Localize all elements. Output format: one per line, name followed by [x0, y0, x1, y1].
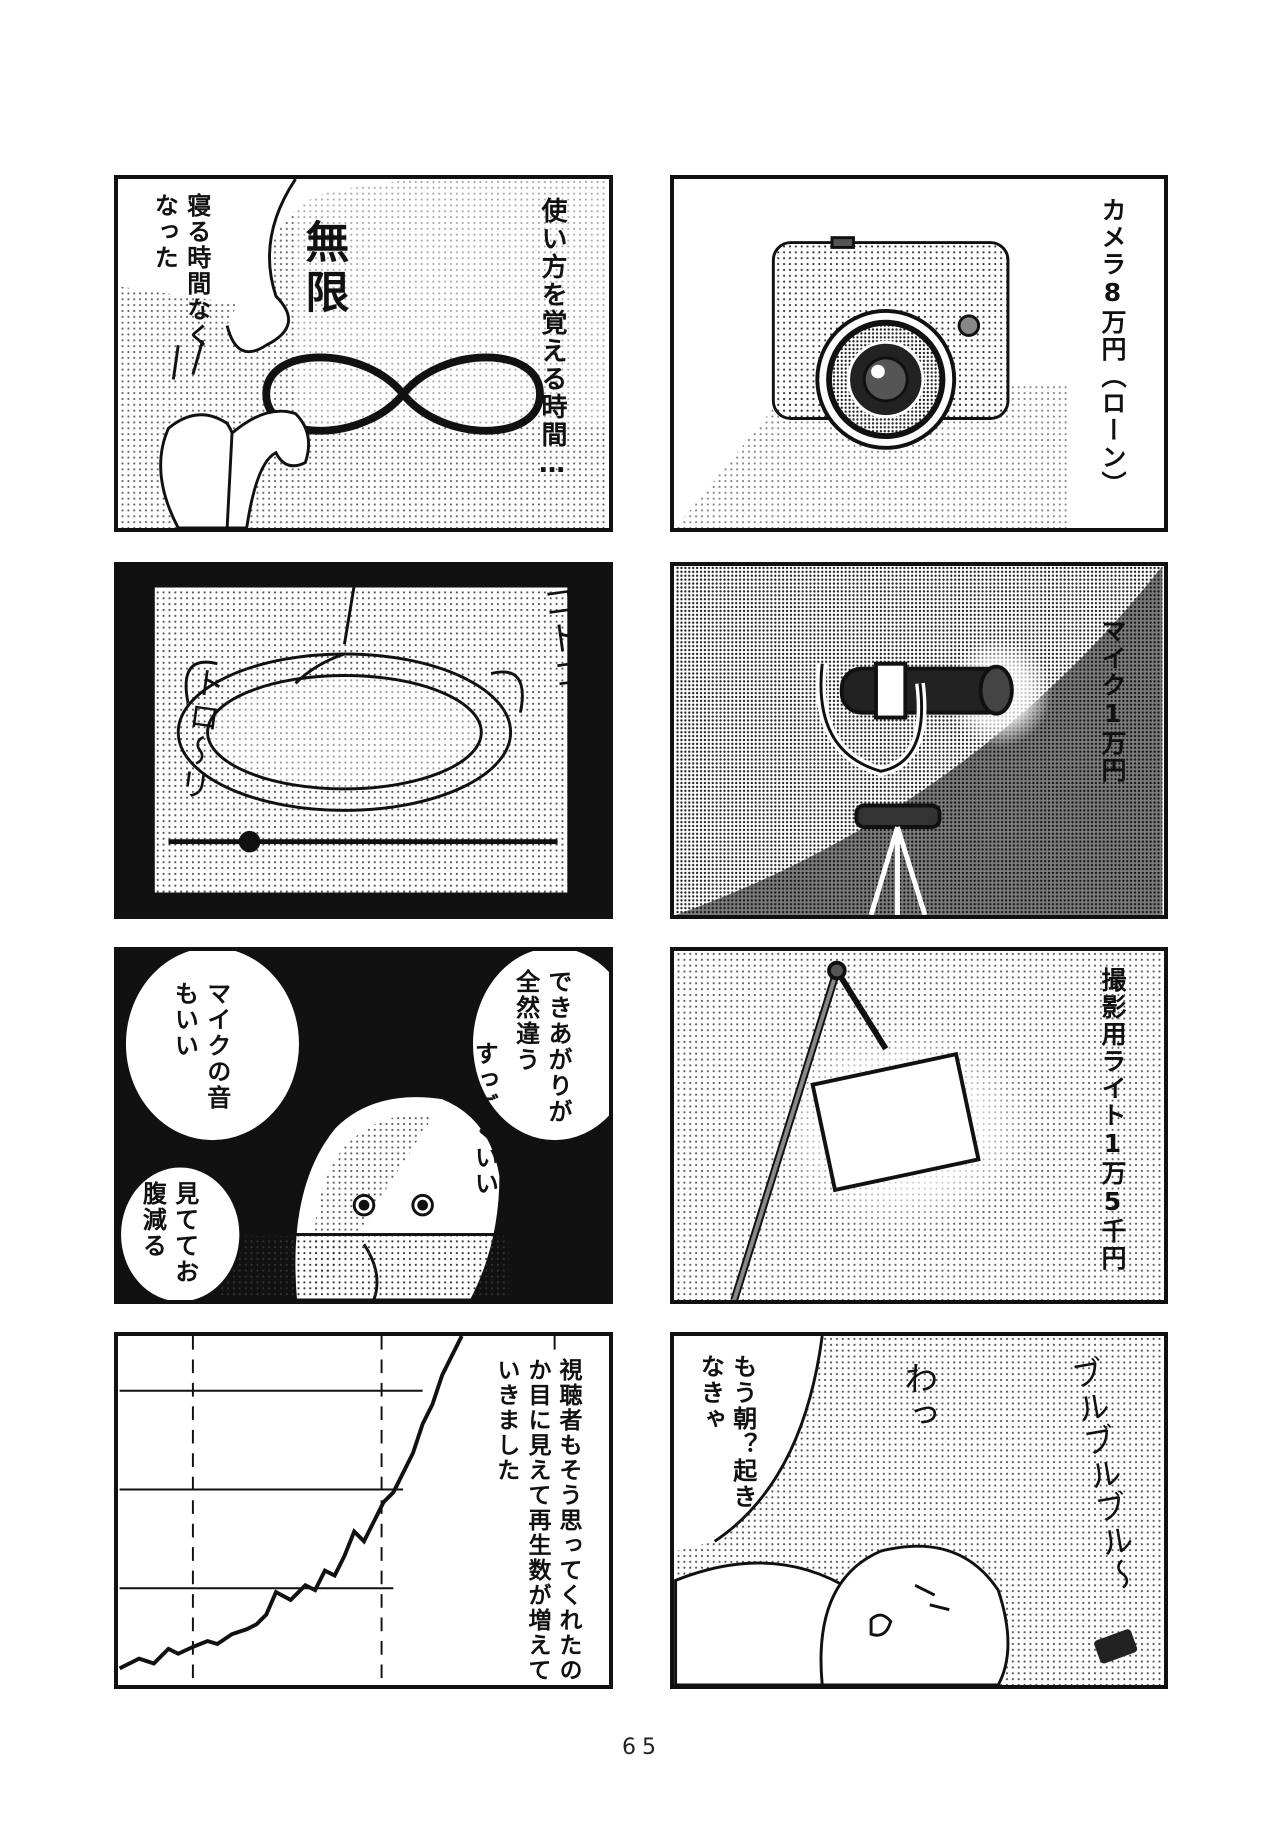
caption-camera-price: カメラ8万円（ローン） [1098, 197, 1127, 498]
speech-no-sleep: 寝る時間なくなった [150, 193, 211, 349]
panel-7: 視聴者もそう思ってくれたのか目に見えて再生数が増えていきました [114, 1332, 613, 1689]
speech-mic-sound: マイクの音もいい [170, 981, 231, 1111]
views-growth-line [118, 1336, 464, 1671]
seekbar-handle [238, 830, 261, 853]
caption-views-increased: 視聴者もそう思ってくれたのか目に見えて再生数が増えていきました [485, 1354, 587, 1685]
panel-8: もう朝？起きなきゃ わっ ブルブルブル〜 [670, 1332, 1168, 1689]
infinity-symbol [262, 353, 544, 435]
panel-3-art [154, 585, 568, 893]
speech-bubble-result [470, 951, 609, 1144]
speech-makes-hungry: 見ててお腹減る [138, 1181, 199, 1285]
panel-4-art [675, 566, 1163, 915]
caption-mic-price: マイク1万円 [1098, 618, 1127, 784]
speech-morning: もう朝？起きなきゃ [696, 1354, 757, 1510]
caption-usage-time: 使い方を覚える時間… [537, 197, 567, 481]
panel-6-art [675, 951, 1163, 1300]
panel-2: カメラ8万円（ローン） [670, 175, 1168, 532]
panel-5: できあがりが全然違う すっごくいい マイクの音もいい 見ててお腹減る [114, 947, 613, 1304]
panel-2-art [675, 236, 1067, 528]
character-figure [159, 339, 311, 528]
panel-4: マイク1万円 [670, 562, 1168, 919]
camera-body [771, 236, 1010, 450]
panel-3: コトコトコト トロ〜リ [114, 562, 613, 919]
panel-8-art [674, 1336, 1163, 1685]
speech-bubble-hungry [118, 1164, 243, 1300]
sleeping-character [674, 1544, 1010, 1685]
microphone-icon [816, 661, 1014, 915]
sfx-wa: わっ [897, 1361, 938, 1433]
caption-light-price: 撮影用ライト1万5千円 [1098, 967, 1127, 1272]
panel-6: 撮影用ライト1万5千円 [670, 947, 1168, 1304]
page-number: 65 [622, 1735, 662, 1760]
phone-icon [1094, 1629, 1138, 1664]
speech-bubble-mic [123, 951, 302, 1144]
title-mugen: 無限 [297, 219, 349, 319]
panel-1: 使い方を覚える時間… 無限 寝る時間なくなった [114, 175, 613, 532]
speech-result-different: できあがりが全然違う [511, 969, 572, 1125]
character-face [215, 1094, 513, 1300]
panel-5-art [118, 951, 609, 1300]
pan-drawing [176, 585, 524, 812]
studio-light-icon [730, 960, 981, 1300]
text-sugoku-ii: すっごくいい [470, 1041, 499, 1197]
panel-1-art [119, 179, 608, 528]
